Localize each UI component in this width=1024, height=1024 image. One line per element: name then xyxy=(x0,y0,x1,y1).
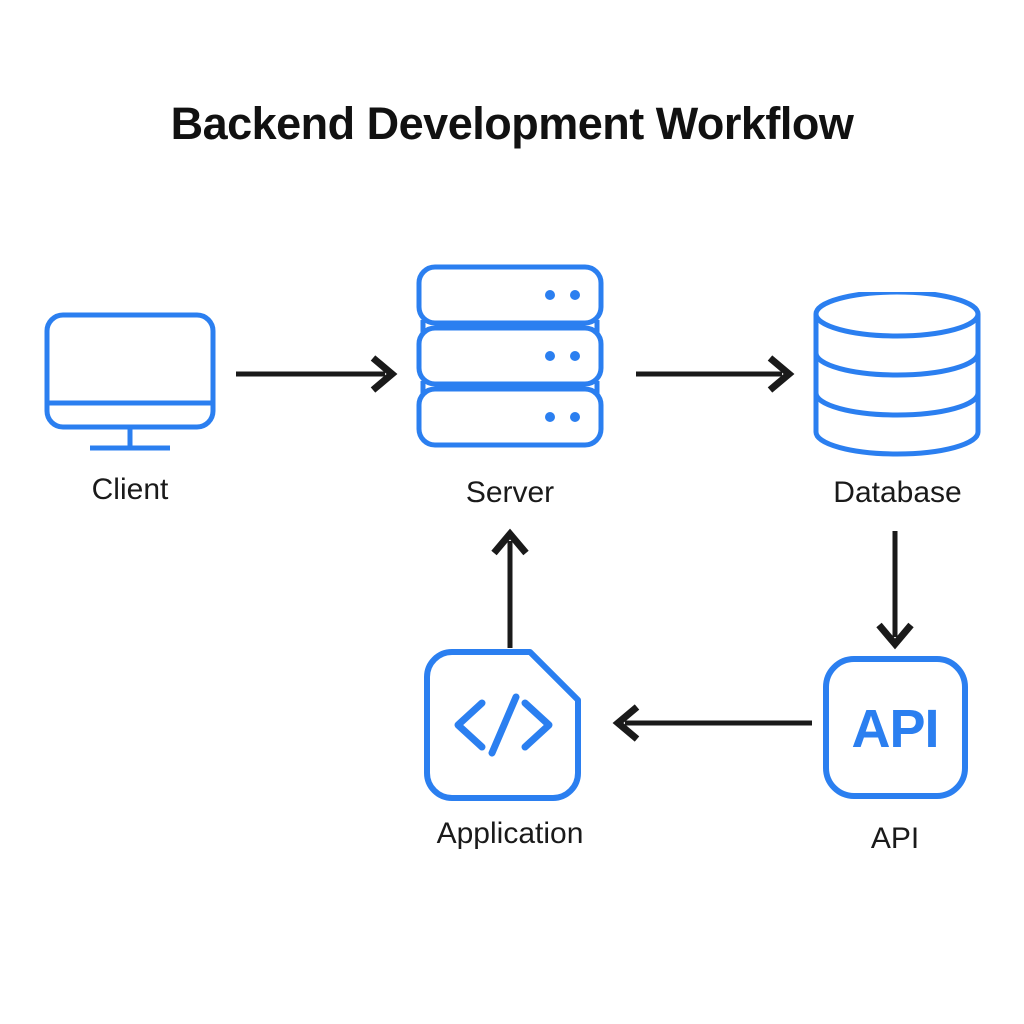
node-label-server: Server xyxy=(465,476,555,509)
database-cylinder-icon xyxy=(813,292,981,457)
arrow-server-to-database xyxy=(636,355,795,393)
node-label-api: API xyxy=(870,822,920,855)
code-brackets-icon xyxy=(424,649,581,801)
arrow-database-to-api xyxy=(876,531,914,650)
arrow-client-to-server xyxy=(236,355,398,393)
node-label-application: Application xyxy=(436,817,584,850)
node-client[interactable]: Client xyxy=(30,305,230,520)
page-title: Backend Development Workflow xyxy=(170,98,854,149)
node-api[interactable]: API API xyxy=(815,650,975,865)
node-label-database: Database xyxy=(833,476,962,509)
arrow-application-to-server xyxy=(491,528,529,648)
arrow-api-to-application xyxy=(612,704,812,742)
server-rack-icon xyxy=(416,264,604,448)
node-database[interactable]: Database xyxy=(800,292,995,522)
api-icon-text: API xyxy=(851,699,939,759)
monitor-icon xyxy=(44,312,216,451)
node-label-client: Client xyxy=(91,473,169,506)
api-box-icon xyxy=(823,656,968,799)
node-server[interactable]: Server xyxy=(405,258,615,518)
node-application[interactable]: Application xyxy=(420,645,600,860)
